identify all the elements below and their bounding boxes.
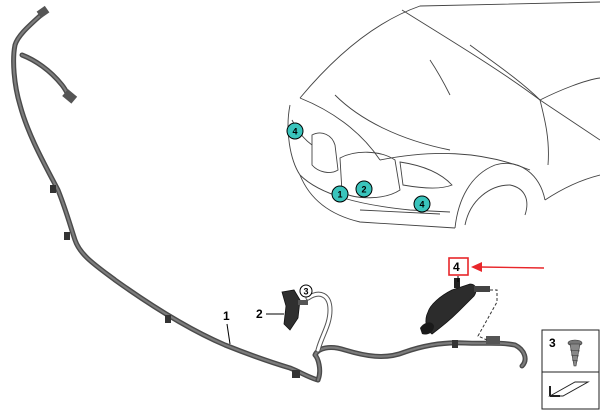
screw-icon (567, 339, 583, 367)
headlight-washer-jet (420, 278, 490, 335)
highlight-box (448, 257, 469, 276)
red-arrow (471, 262, 545, 272)
svg-text:3: 3 (303, 287, 308, 297)
svg-text:1: 1 (223, 309, 230, 323)
callout-2: 2 (256, 307, 284, 321)
svg-text:4: 4 (453, 260, 460, 274)
car-marker-4-right-label: 4 (419, 200, 424, 210)
car-marker-4-left-label: 4 (292, 127, 297, 137)
car-marker-1: 1 (331, 185, 349, 203)
car-marker-4-right: 4 (413, 195, 431, 213)
legend-screw-label: 3 (549, 336, 556, 350)
washer-nozzle (281, 289, 308, 331)
callout-3: 3 (299, 284, 313, 298)
legend-box: 3 (541, 329, 600, 410)
svg-text:2: 2 (256, 307, 263, 321)
car-marker-4-left: 4 (286, 122, 304, 140)
dashed-connector (477, 289, 498, 341)
arrow-symbol-icon (548, 381, 590, 397)
washer-hose (11, 5, 528, 383)
car-marker-2-label: 2 (361, 185, 366, 195)
callout-1: 1 (223, 309, 231, 345)
callout-4: 4 (448, 257, 469, 282)
car-marker-2: 2 (355, 180, 373, 198)
car-marker-1-label: 1 (337, 190, 342, 200)
thin-hose (305, 291, 333, 353)
